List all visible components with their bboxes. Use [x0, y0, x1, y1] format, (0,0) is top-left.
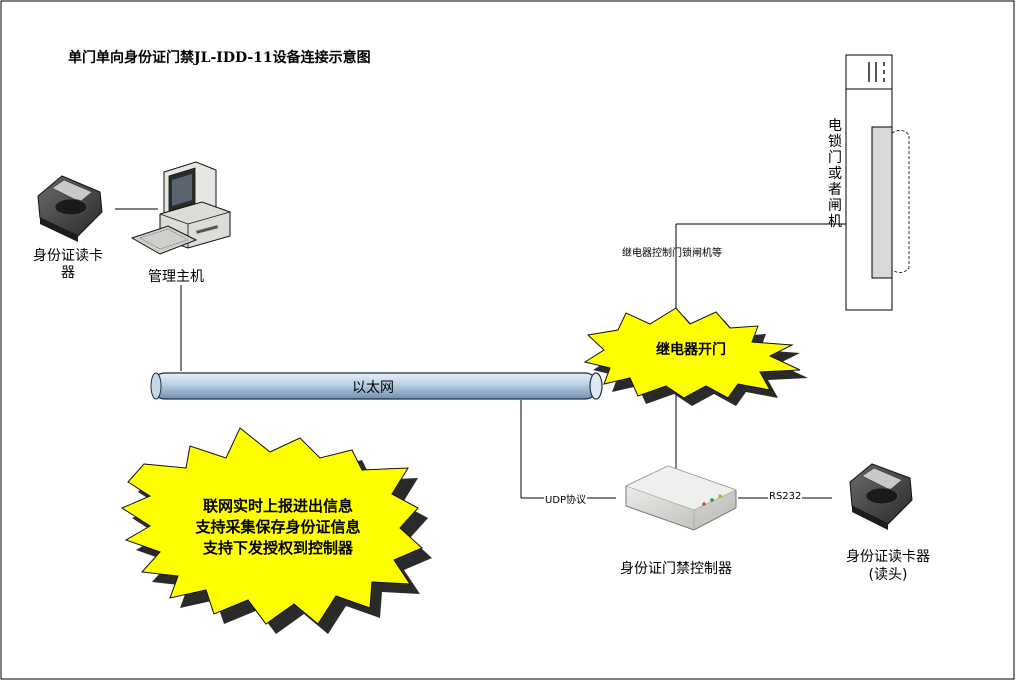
- computer-icon: [130, 161, 231, 255]
- right-reader-label-line1: 身份证读卡器: [846, 549, 930, 565]
- ethernet-label: 以太网: [352, 380, 394, 396]
- controller-label: 身份证门禁控制器: [620, 561, 732, 577]
- info-line-3: 支持下发授权到控制器: [202, 539, 353, 557]
- info-line-1: 联网实时上报进出信息: [202, 497, 353, 515]
- rs232-label: RS232: [768, 491, 803, 502]
- management-host-label: 管理主机: [148, 269, 204, 285]
- controller-device: [625, 465, 737, 531]
- relay-control-label: 继电器控制门锁闸机等: [622, 248, 722, 259]
- info-burst-text: 联网实时上报进出信息 支持采集保存身份证信息 支持下发授权到控制器: [178, 496, 378, 559]
- lock-label: 电锁门或者闸机: [828, 118, 842, 230]
- info-burst: [120, 427, 432, 634]
- left-reader-label-line1: 身份证读卡: [33, 248, 103, 264]
- left-reader-device: [37, 175, 103, 242]
- left-reader-label-line2: 器: [61, 265, 75, 281]
- info-line-2: 支持采集保存身份证信息: [195, 518, 361, 536]
- relay-burst: [583, 307, 808, 406]
- udp-label: UDP协议: [544, 491, 588, 506]
- right-reader-label-line2: (读头): [868, 567, 908, 583]
- door-lock-icon: [845, 54, 910, 311]
- left-reader-label: 身份证读卡 器: [22, 248, 114, 282]
- right-reader-label: 身份证读卡器 (读头): [830, 548, 946, 584]
- relay-burst-label: 继电器开门: [656, 342, 726, 358]
- diagram-title: 单门单向身份证门禁JL-IDD-11设备连接示意图: [68, 50, 371, 66]
- ethernet-pipe: [150, 372, 603, 400]
- right-reader-device: [849, 463, 913, 530]
